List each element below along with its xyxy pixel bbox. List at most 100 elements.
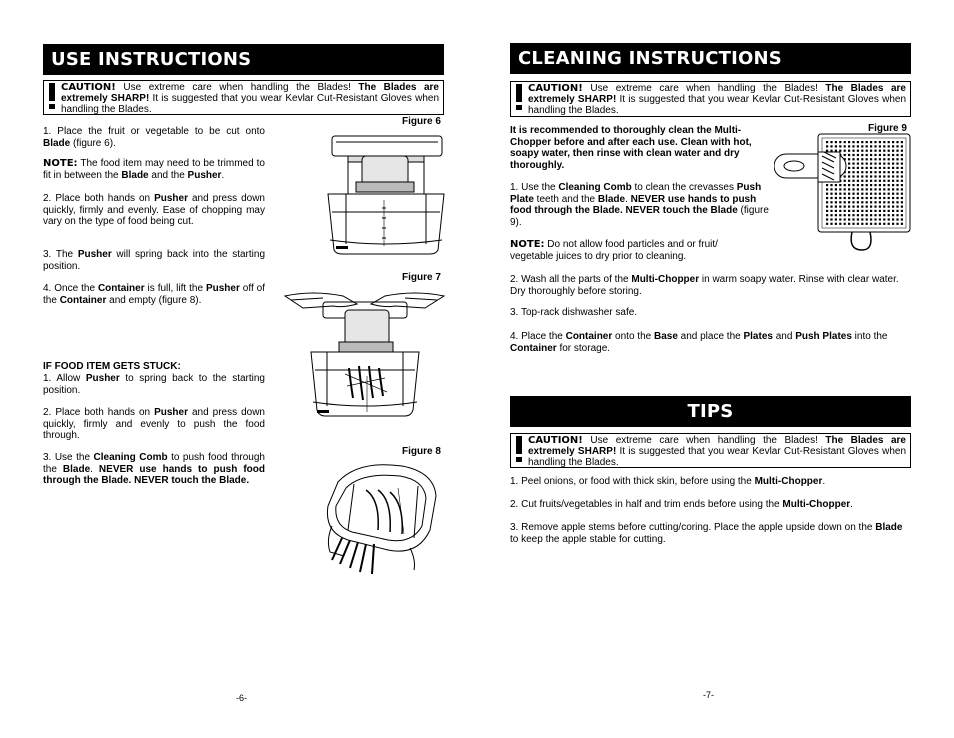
blade-grid-dot [887, 171, 890, 174]
blade-grid-dot [878, 196, 881, 200]
blade-grid-dot [892, 214, 895, 217]
blade-grid-dot [834, 222, 837, 225]
blade-grid-dot [878, 201, 881, 204]
blade-grid-dot [843, 179, 846, 182]
blade-grid-dot [861, 196, 864, 200]
blade-grid-dot [883, 209, 886, 212]
blade-grid-dot [892, 218, 895, 221]
blade-grid-dot [892, 141, 895, 144]
blade-grid-dot [874, 201, 877, 204]
cleaning-caution-box: CAUTION! Use extreme care when handling … [510, 81, 911, 117]
blade-grid-dot [883, 171, 886, 174]
blade-grid-dot [843, 205, 846, 208]
blade-grid-dot [848, 153, 851, 157]
blade-grid-dot [861, 158, 864, 161]
blade-grid-dot [887, 149, 890, 152]
blade-grid-dot [848, 188, 851, 191]
page-number-left: -6- [236, 693, 247, 703]
blade-grid-dot [900, 188, 903, 191]
blade-grid-dot [843, 175, 846, 178]
blade-grid-dot [856, 153, 859, 157]
blade-grid-dot [900, 222, 903, 225]
blade-grid-dot [887, 201, 890, 204]
blade-grid-dot [848, 205, 851, 208]
cleaning-instructions-header: CLEANING INSTRUCTIONS [510, 43, 911, 74]
blade-grid-dot [900, 218, 903, 221]
blade-grid-dot [839, 141, 842, 144]
blade-grid-dot [848, 141, 851, 144]
blade-grid-dot [896, 192, 899, 195]
blade-grid-dot [856, 175, 859, 178]
blade-grid-dot [826, 145, 829, 148]
blade-grid-dot [834, 141, 837, 144]
blade-grid-dot [878, 162, 881, 165]
stuck-step-1: 1. Allow Pusher to spring back to the st… [43, 373, 265, 396]
blade-grid-dot [874, 175, 877, 178]
blade-grid-dot [874, 192, 877, 195]
blade-grid-dot [856, 192, 859, 195]
caution-bold-text: The Blades are extremely SHARP! [528, 435, 906, 457]
blade-grid-dot [896, 209, 899, 212]
tips-caution-box: CAUTION! Use extreme care when handling … [510, 433, 911, 468]
blade-grid-dot [861, 192, 864, 195]
blade-grid-dot [896, 201, 899, 204]
blade-grid-dot [883, 158, 886, 161]
caution-text-end: It is suggested that you wear Kevlar Cut… [528, 94, 907, 116]
blade-grid-dot [900, 158, 903, 161]
blade-grid-dot [830, 205, 833, 208]
blade-grid-dot [852, 149, 855, 152]
blade-grid-dot [861, 188, 864, 191]
blade-grid-dot [883, 145, 886, 148]
blade-grid-dot [856, 222, 859, 225]
blade-grid-dot [856, 158, 859, 161]
blade-grid-dot [887, 205, 890, 208]
blade-grid-dot [843, 188, 846, 191]
blade-grid-dot [887, 153, 890, 157]
blade-grid-dot [826, 205, 829, 208]
blade-grid-dot [830, 201, 833, 204]
blade-grid-dot [826, 184, 829, 187]
blade-grid-dot [861, 175, 864, 178]
blade-grid-dot [887, 158, 890, 161]
blade-grid-dot [848, 184, 851, 187]
blade-grid-dot [865, 201, 868, 204]
cleaning-step-2: 2. Wash all the parts of the Multi-Chopp… [510, 274, 899, 297]
blade-grid-dot [887, 222, 890, 225]
blade-grid-dot [896, 184, 899, 187]
blade-grid-dot [883, 153, 886, 157]
blade-grid-dot [826, 141, 829, 144]
blade-grid-dot [887, 175, 890, 178]
step-3: 3. The Pusher will spring back into the … [43, 249, 266, 272]
blade-grid-dot [874, 171, 877, 174]
blade-grid-dot [861, 171, 864, 174]
blade-grid-dot [887, 179, 890, 182]
blade-grid-dot [870, 145, 873, 148]
blade-grid-dot [848, 192, 851, 195]
blade-grid-dot [892, 171, 895, 174]
blade-grid-dot [852, 222, 855, 225]
right-page: CLEANING INSTRUCTIONS CAUTION! Use extre… [477, 0, 954, 738]
blade-grid-dot [865, 162, 868, 165]
blade-grid-dot [878, 158, 881, 161]
blade-grid-dot [870, 188, 873, 191]
blade-grid-dot [848, 145, 851, 148]
caution-text: Use extreme care when handling the Blade… [582, 435, 826, 446]
blade-grid-dot [839, 218, 842, 221]
blade-grid-dot [834, 184, 837, 187]
blade-grid-dot [878, 166, 881, 169]
blade-grid-dot [896, 218, 899, 221]
blade-grid-dot [830, 196, 833, 200]
blade-grid-dot [848, 149, 851, 152]
blade-grid-dot [878, 222, 881, 225]
blade-grid [826, 141, 903, 225]
blade-grid-dot [856, 141, 859, 144]
blade-grid-dot [848, 196, 851, 200]
blade-grid-dot [865, 149, 868, 152]
blade-grid-dot [896, 188, 899, 191]
blade-grid-dot [843, 196, 846, 200]
blade-grid-dot [830, 141, 833, 144]
blade-grid-dot [852, 175, 855, 178]
caution-bold-text: The Blades are extremely SHARP! [528, 83, 906, 105]
blade-grid-dot [887, 209, 890, 212]
blade-grid-dot [852, 209, 855, 212]
